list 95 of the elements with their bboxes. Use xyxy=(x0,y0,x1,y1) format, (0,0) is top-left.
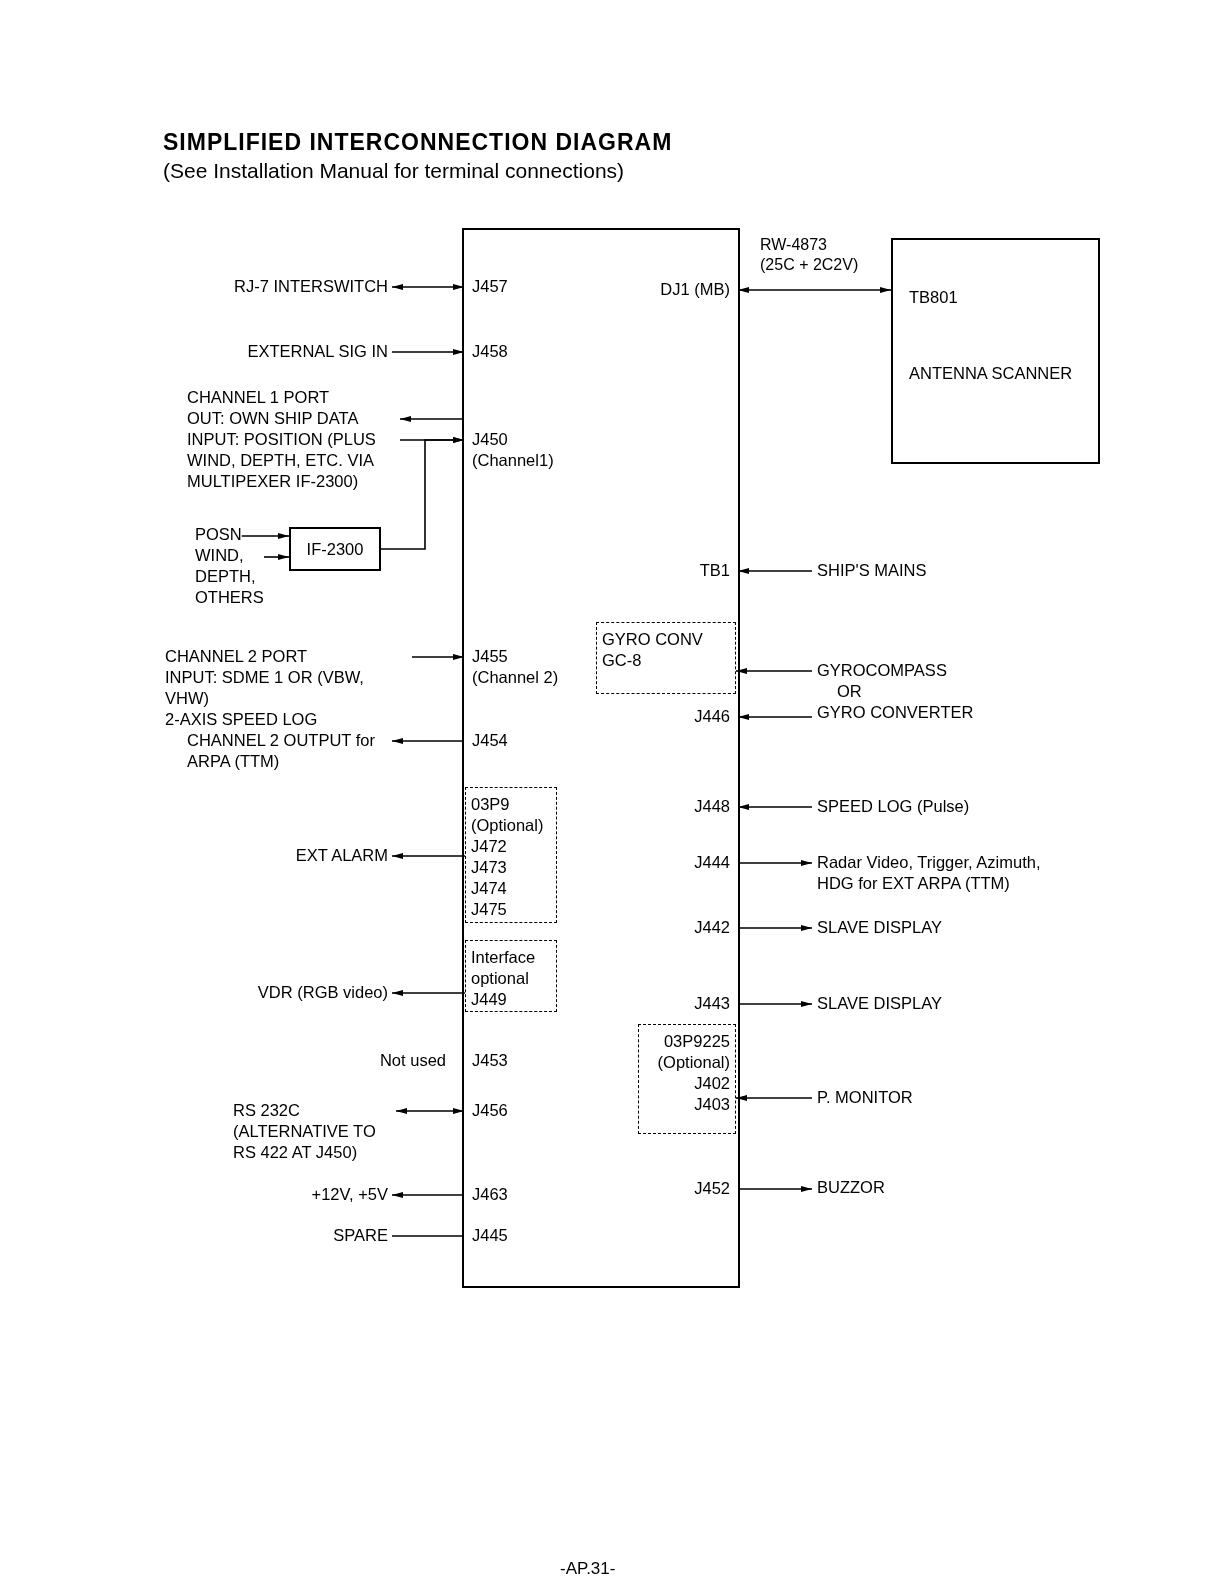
device-label: P. MONITOR xyxy=(812,1087,913,1108)
connector-label: J450 xyxy=(472,429,509,450)
arrow xyxy=(735,668,813,674)
device-label: (ALTERNATIVE TO RS 422 AT J450) xyxy=(233,1121,377,1163)
option-board-box xyxy=(465,940,557,1012)
unit-label: J473 xyxy=(471,857,507,878)
connector-label: J454 xyxy=(464,730,508,751)
device-label: EXTERNAL SIG IN xyxy=(247,341,392,362)
device-label: SLAVE DISPLAY xyxy=(812,917,943,938)
device-label: SLAVE DISPLAY xyxy=(812,993,943,1014)
arrow xyxy=(737,287,892,293)
arrow xyxy=(391,1192,465,1198)
connector-label: J444 xyxy=(694,852,738,873)
unit-label: GYRO CONV GC-8 xyxy=(602,629,704,671)
arrow xyxy=(395,1108,465,1114)
connector-label: J456 xyxy=(464,1100,508,1121)
unit-label: J474 xyxy=(471,878,507,899)
device-label: CHANNEL 2 PORT xyxy=(165,646,309,667)
device-label: Radar Video, Trigger, Azimuth, HDG for EXT ARPA (TTM) xyxy=(812,852,1064,894)
arrow xyxy=(737,714,813,720)
device-label: OR xyxy=(836,681,863,702)
device-label: GYROCOMPASS xyxy=(817,660,948,681)
arrow xyxy=(737,568,813,574)
arrow xyxy=(380,437,465,550)
device-label: WIND, DEPTH, OTHERS xyxy=(190,545,264,608)
device-label: INPUT: POSITION (PLUS WIND, DEPTH, ETC. VIA MULTIPEXER IF-2300) xyxy=(187,429,377,492)
unit-label: TB801 xyxy=(909,287,958,308)
device-label: SPEED LOG (Pulse) xyxy=(812,796,970,817)
antenna-unit-box xyxy=(891,238,1100,464)
unit-label: IF-2300 xyxy=(306,539,364,560)
device-label: SPARE xyxy=(333,1225,392,1246)
connector-label: DJ1 (MB) xyxy=(660,279,738,300)
connector-label: J446 xyxy=(694,706,738,727)
arrow xyxy=(735,1095,813,1101)
main-unit-box xyxy=(462,228,740,1288)
device-label: EXT ALARM xyxy=(295,845,392,866)
arrow xyxy=(737,1001,813,1007)
device-label: +12V, +5V xyxy=(311,1184,392,1205)
unit-label: 03P9 (Optional) xyxy=(471,794,545,836)
option-board-box xyxy=(465,787,557,923)
connector-label: J463 xyxy=(464,1184,508,1205)
unit-label: J449 xyxy=(471,989,507,1010)
arrow xyxy=(399,416,465,422)
diagram-title: SIMPLIFIED INTERCONNECTION DIAGRAM xyxy=(163,128,673,156)
connector-label: (Channel 2) xyxy=(472,667,559,688)
connector-label: J443 xyxy=(694,993,738,1014)
unit-label: J402 xyxy=(694,1073,730,1094)
connector-label: TB1 xyxy=(699,560,738,581)
device-label: 2-AXIS SPEED LOG xyxy=(165,709,319,730)
arrow xyxy=(391,990,466,996)
arrow xyxy=(263,554,290,560)
arrow xyxy=(411,654,465,660)
edge-label: RW-4873 (25C + 2C2V) xyxy=(760,235,859,275)
connector-line xyxy=(391,1235,465,1237)
device-label: RJ-7 INTERSWITCH xyxy=(234,276,392,297)
arrow xyxy=(391,853,466,859)
connector-label: J448 xyxy=(694,796,738,817)
unit-label: J403 xyxy=(694,1094,730,1115)
device-label: INPUT: SDME 1 OR (VBW, VHW) xyxy=(165,667,365,709)
unit-label: J472 xyxy=(471,836,507,857)
option-board-box xyxy=(638,1024,736,1134)
connector-label: J445 xyxy=(464,1225,508,1246)
arrow xyxy=(391,349,465,355)
option-board-box xyxy=(596,622,736,694)
unit-label: Interface optional xyxy=(471,947,537,989)
unit-label: J475 xyxy=(471,899,507,920)
connector-label: J442 xyxy=(694,917,738,938)
arrow xyxy=(391,284,465,290)
unit-label: ANTENNA SCANNER xyxy=(909,363,1073,384)
unit-label: 03P9225 (Optional) xyxy=(656,1031,730,1073)
device-label: OUT: OWN SHIP DATA xyxy=(187,408,360,429)
page-number: -AP.31- xyxy=(560,1558,616,1580)
connector-label: J458 xyxy=(464,341,508,362)
arrow xyxy=(737,804,813,810)
subtitle-text: (See Installation Manual for terminal connections) xyxy=(163,158,625,184)
arrow xyxy=(737,860,813,866)
device-label: CHANNEL 1 PORT xyxy=(187,387,331,408)
arrow xyxy=(737,925,813,931)
device-label: CHANNEL 2 OUTPUT for ARPA (TTM) xyxy=(182,730,392,772)
note-text: Not used xyxy=(379,1050,446,1071)
arrow xyxy=(737,1186,813,1192)
connector-label: J455 xyxy=(472,646,509,667)
device-label: POSN xyxy=(190,524,242,545)
connector-label: (Channel1) xyxy=(472,450,554,471)
arrow xyxy=(240,533,290,539)
device-label: VDR (RGB video) xyxy=(257,982,392,1003)
device-label: SHIP'S MAINS xyxy=(812,560,927,581)
connector-label: J453 xyxy=(464,1050,508,1071)
arrow xyxy=(391,738,465,744)
device-label: RS 232C xyxy=(233,1100,301,1121)
connector-label: J452 xyxy=(694,1178,738,1199)
device-label: GYRO CONVERTER xyxy=(817,702,974,723)
device-label: BUZZOR xyxy=(812,1177,885,1198)
multiplexer-box xyxy=(289,527,381,571)
connector-label: J457 xyxy=(464,276,508,297)
